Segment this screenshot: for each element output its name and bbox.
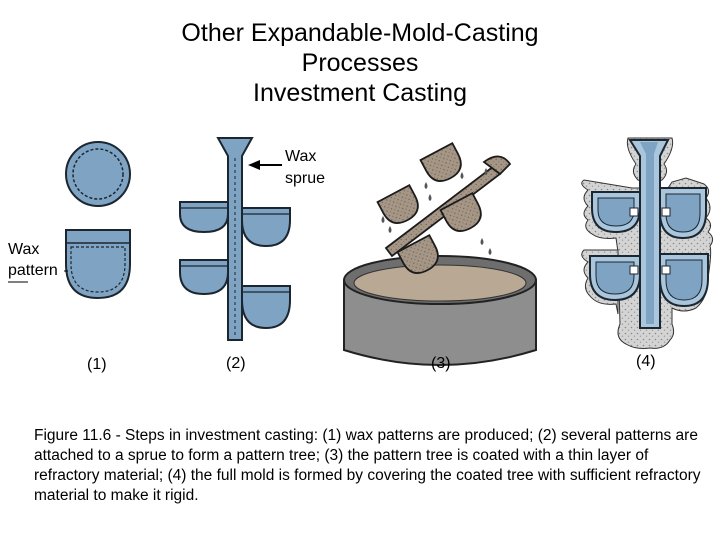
wax-pattern-top-view	[65, 141, 131, 207]
step-label-4: (4)	[636, 353, 656, 370]
slurry-drips	[381, 168, 492, 255]
figure-caption: Figure 11.6 ‑ Steps in investment castin…	[34, 427, 701, 504]
mold-cavity-upper-right	[659, 187, 707, 240]
slide-title: Other Expandable-Mold-Casting Processes …	[0, 18, 720, 108]
title-line-3: Investment Casting	[253, 79, 467, 107]
tree2-pattern-lower-left	[179, 259, 229, 296]
slurry-container	[343, 255, 537, 366]
step-label-1: (1)	[87, 356, 107, 373]
step1-wax-pattern: Wax pattern	[8, 141, 131, 300]
wax-sprue-arrow	[248, 160, 282, 170]
tree2-pattern-upper-right	[241, 207, 291, 248]
step2-pattern-tree: Wax sprue	[179, 137, 325, 341]
step4-full-mold	[581, 137, 714, 349]
wax-sprue-label-2: sprue	[285, 170, 325, 187]
tree2-pattern-upper-left	[179, 201, 229, 234]
step-label-3: (3)	[431, 355, 451, 372]
title-line-2: Processes	[301, 49, 419, 77]
mold-cavity-lower-right	[659, 253, 709, 308]
step3-dipping-in-slurry	[343, 141, 537, 366]
investment-casting-figure: Wax pattern Wax sprue	[8, 137, 714, 373]
wax-sprue	[216, 137, 254, 341]
title-line-1: Other Expandable-Mold-Casting	[181, 19, 539, 47]
wax-pattern-label-1: Wax	[8, 241, 39, 258]
coated-pattern-tree	[376, 141, 512, 274]
wax-pattern-side-view	[65, 229, 131, 300]
wax-sprue-label-1: Wax	[285, 148, 316, 165]
mold-cavity-upper-left	[591, 191, 641, 234]
mold-cavity-lower-left	[589, 255, 641, 302]
tree2-pattern-lower-right	[241, 285, 291, 330]
step-label-2: (2)	[226, 355, 246, 372]
wax-pattern-label-2: pattern	[8, 262, 58, 279]
